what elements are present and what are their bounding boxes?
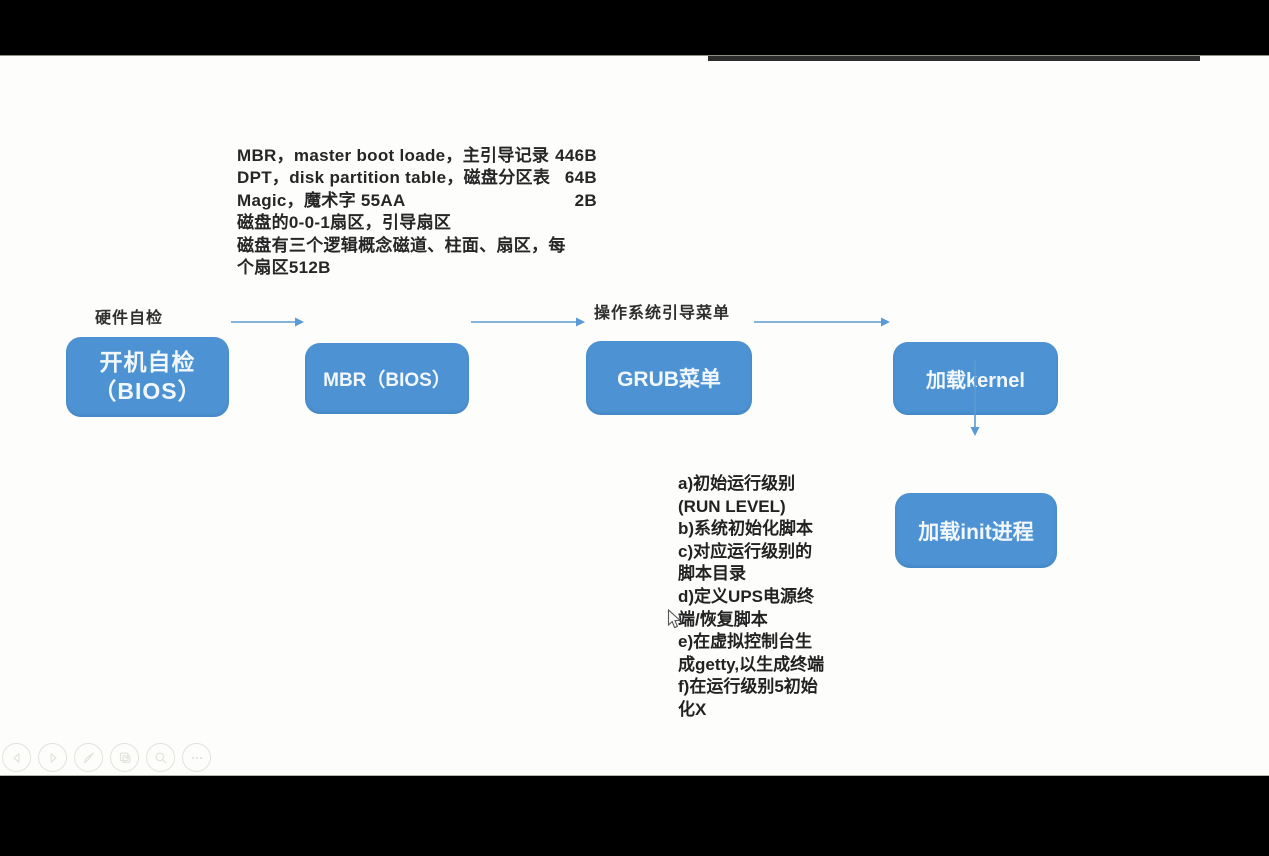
os-boot-menu-label: 操作系统引导菜单: [594, 305, 731, 322]
init-step-line: e)在虚拟控制台生: [678, 632, 813, 652]
init-step-line: a)初始运行级别: [678, 474, 796, 493]
note-line: 个扇区512B: [237, 258, 331, 278]
node-label-line: 开机自检: [99, 349, 196, 375]
node-label-line: 加载kernel: [926, 370, 1025, 392]
letterbox-bottom: [0, 775, 1269, 856]
note-line: 磁盘的0-0-1扇区，引导扇区: [237, 213, 452, 233]
note-text: Magic，魔术字 55AA: [237, 190, 406, 210]
init-step-line: 端/恢复脚本: [678, 609, 768, 629]
next-slide-button[interactable]: [38, 743, 67, 772]
note-row: Magic，魔术字 55AA 2B: [237, 190, 597, 212]
pen-icon: [83, 752, 94, 763]
magnifier-icon: [155, 752, 166, 763]
note-row: DPT，disk partition table，磁盘分区表 64B: [237, 167, 597, 189]
ellipsis-icon: [191, 756, 202, 759]
node-label-line: 加载init进程: [918, 520, 1034, 544]
slideshow-toolbar: [2, 743, 211, 772]
node-label-line: （BIOS）: [93, 378, 202, 404]
note-row: MBR，master boot loade，主引导记录 446B: [237, 145, 597, 167]
flow-node-load-init: 加载init进程: [895, 493, 1057, 568]
init-step-line: b)系统初始化脚本: [678, 519, 814, 539]
note-size: 446B: [555, 146, 597, 165]
next-arrow-icon: [50, 752, 57, 763]
init-step-line: 脚本目录: [678, 564, 746, 584]
previous-arrow-icon: [12, 752, 19, 763]
zoom-button[interactable]: [146, 743, 175, 772]
init-step-line: d)定义UPS电源终: [678, 586, 814, 606]
slide-canvas: MBR，master boot loade，主引导记录 446B DPT，dis…: [0, 56, 1269, 775]
init-step-line: (RUN LEVEL): [678, 496, 786, 516]
init-step-line: 成getty,以生成终端: [678, 654, 825, 674]
mouse-cursor: [667, 609, 682, 629]
letterbox-top: [0, 0, 1269, 56]
init-steps-list: a)初始运行级别 (RUN LEVEL) b)系统初始化脚本 c)对应运行级别的…: [678, 473, 858, 722]
window-edge-strip: [708, 56, 1200, 61]
flow-node-load-kernel: 加载kernel: [893, 342, 1058, 415]
flow-node-post-bios: 开机自检 （BIOS）: [66, 337, 229, 417]
note-size: 2B: [574, 190, 597, 210]
more-options-button[interactable]: [182, 743, 211, 772]
init-step-line: f)在运行级别5初始: [678, 677, 818, 697]
init-step-line: 化X: [678, 699, 707, 719]
note-size: 64B: [564, 168, 597, 188]
mbr-notes-block: MBR，master boot loade，主引导记录 446B DPT，dis…: [237, 145, 597, 279]
node-label-line: GRUB菜单: [617, 368, 721, 391]
init-step-line: c)对应运行级别的: [678, 541, 813, 561]
hardware-check-label: 硬件自检: [95, 310, 164, 327]
previous-slide-button[interactable]: [2, 743, 31, 772]
pen-annotate-button[interactable]: [74, 743, 103, 772]
slides-panel-button[interactable]: [110, 743, 139, 772]
slides-icon: [119, 752, 130, 763]
flow-node-grub-menu: GRUB菜单: [586, 341, 752, 415]
note-line: 磁盘有三个逻辑概念磁道、柱面、扇区，每: [237, 235, 566, 255]
note-text: DPT，disk partition table，磁盘分区表: [237, 168, 551, 188]
flow-node-mbr: MBR（BIOS）: [305, 343, 469, 414]
node-label-line: MBR（BIOS）: [323, 370, 451, 391]
note-text: MBR，master boot loade，主引导记录: [237, 146, 550, 165]
